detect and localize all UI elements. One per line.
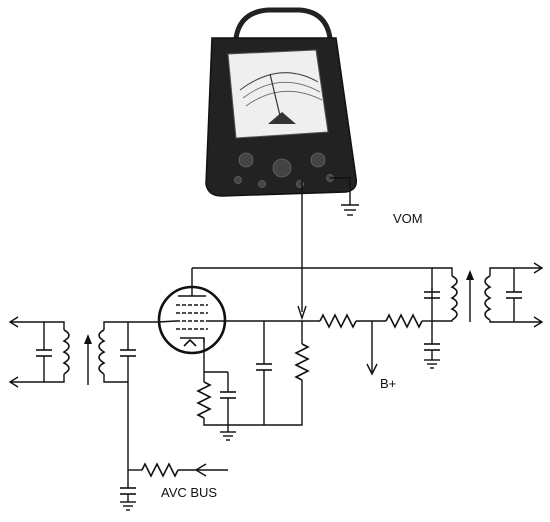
coil-primary <box>62 329 70 375</box>
vacuum-tube <box>157 268 264 372</box>
avc-bus-label: AVC BUS <box>161 485 217 500</box>
meter-handle <box>233 7 333 39</box>
avc-network <box>120 462 228 511</box>
output-if-transformer <box>424 262 544 328</box>
bplus-network <box>319 313 440 376</box>
decoupling-resistor-2 <box>385 313 423 329</box>
vom-label: VOM <box>393 211 423 226</box>
screen-network <box>256 320 320 426</box>
screen-resistor <box>294 343 310 381</box>
coil-out-secondary <box>484 275 492 321</box>
input-if-transformer <box>8 316 158 470</box>
vom-meter <box>205 7 359 321</box>
coil-secondary <box>98 329 106 375</box>
coil-out-primary <box>450 275 458 321</box>
bplus-label: B+ <box>380 376 396 391</box>
meter-face <box>227 49 329 139</box>
ground-symbol <box>341 204 359 216</box>
decoupling-resistor-1 <box>319 313 357 329</box>
cathode-network <box>196 371 264 441</box>
avc-resistor <box>141 462 179 478</box>
cathode-resistor <box>196 381 212 419</box>
